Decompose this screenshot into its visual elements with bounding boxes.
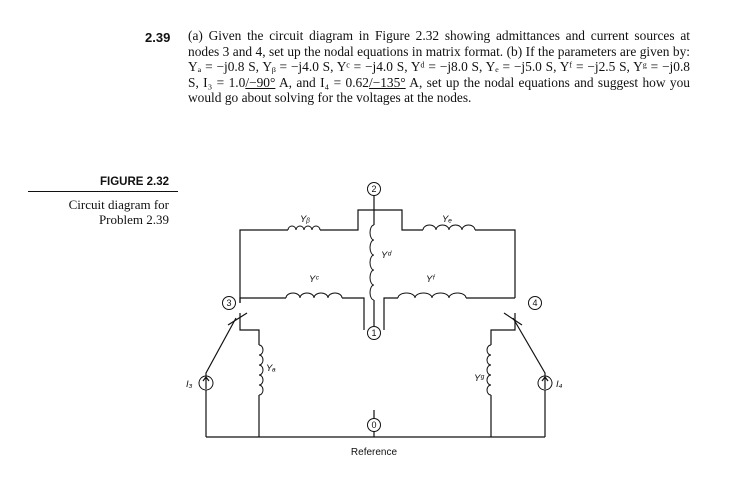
label-yd: Yᵈ	[381, 250, 392, 261]
wire-yg-top	[490, 313, 516, 345]
coil-yf	[397, 292, 467, 299]
wire-left-mid	[239, 297, 286, 303]
i4-angle: /−135°	[368, 74, 406, 90]
node-2-marker: 2	[367, 182, 381, 196]
problem-tail: A, set up the nodal equations and sugges…	[188, 74, 690, 106]
figure-caption: Circuit diagram for Problem 2.39	[28, 197, 169, 227]
label-i4: I₄	[556, 379, 563, 390]
caption-line-2: Problem 2.39	[98, 212, 169, 227]
node-3-label: 3	[226, 298, 231, 308]
i4-intro: A, and I₄ = 0.62	[275, 74, 369, 90]
part-a-text: (a) Given the circuit diagram in Figure …	[188, 28, 690, 59]
coil-ye	[422, 224, 476, 231]
node-3-marker: 3	[222, 296, 236, 310]
wire-yb-right	[320, 209, 374, 231]
node-0-label: 0	[371, 420, 376, 430]
coil-yc	[285, 292, 343, 299]
node-2-label: 2	[371, 184, 376, 194]
figure-label: FIGURE 2.32	[99, 176, 169, 188]
coil-yd	[369, 224, 375, 301]
node-0-marker: 0	[367, 418, 381, 432]
problem-body: (a) Given the circuit diagram in Figure …	[188, 28, 690, 106]
reference-label: Reference	[351, 447, 398, 458]
label-ye: Yₑ	[442, 214, 452, 225]
label-ya: Yₐ	[266, 363, 276, 374]
wire-left-top	[239, 229, 288, 303]
coil-yb	[287, 225, 321, 231]
part-b-intro: (b) If the parameters are given by: Yₐ =…	[188, 43, 690, 90]
current-source-i4	[537, 375, 553, 391]
node-4-marker: 4	[528, 296, 542, 310]
problem-statement: (a) Given the circuit diagram in Figure …	[188, 28, 690, 106]
coil-ya	[258, 344, 264, 396]
node-1-marker: 1	[367, 326, 381, 340]
wire-i4-branch	[512, 317, 546, 437]
label-yg: Yᵍ	[474, 373, 484, 384]
label-yc: Yᶜ	[309, 274, 319, 285]
wire-yc-right	[342, 297, 365, 330]
figure-divider	[28, 191, 178, 192]
label-yb: Yᵦ	[300, 214, 310, 225]
label-i3: I₃	[186, 379, 193, 390]
node-4-label: 4	[532, 298, 537, 308]
node-1-label: 1	[371, 328, 376, 338]
node3-bar	[227, 312, 248, 326]
current-source-i3	[198, 375, 214, 391]
wire-node1-right	[383, 297, 398, 330]
label-yf: Yᶠ	[426, 274, 435, 285]
coil-yg	[486, 344, 492, 396]
problem-number: 2.39	[145, 30, 171, 45]
i3-angle: /−90°	[245, 74, 276, 90]
wire-ya-top	[239, 313, 260, 345]
wire-i3-branch	[205, 317, 237, 437]
wire-ye-right	[475, 229, 516, 298]
wire-node2-right	[374, 209, 423, 231]
caption-line-1: Circuit diagram for	[68, 197, 169, 212]
